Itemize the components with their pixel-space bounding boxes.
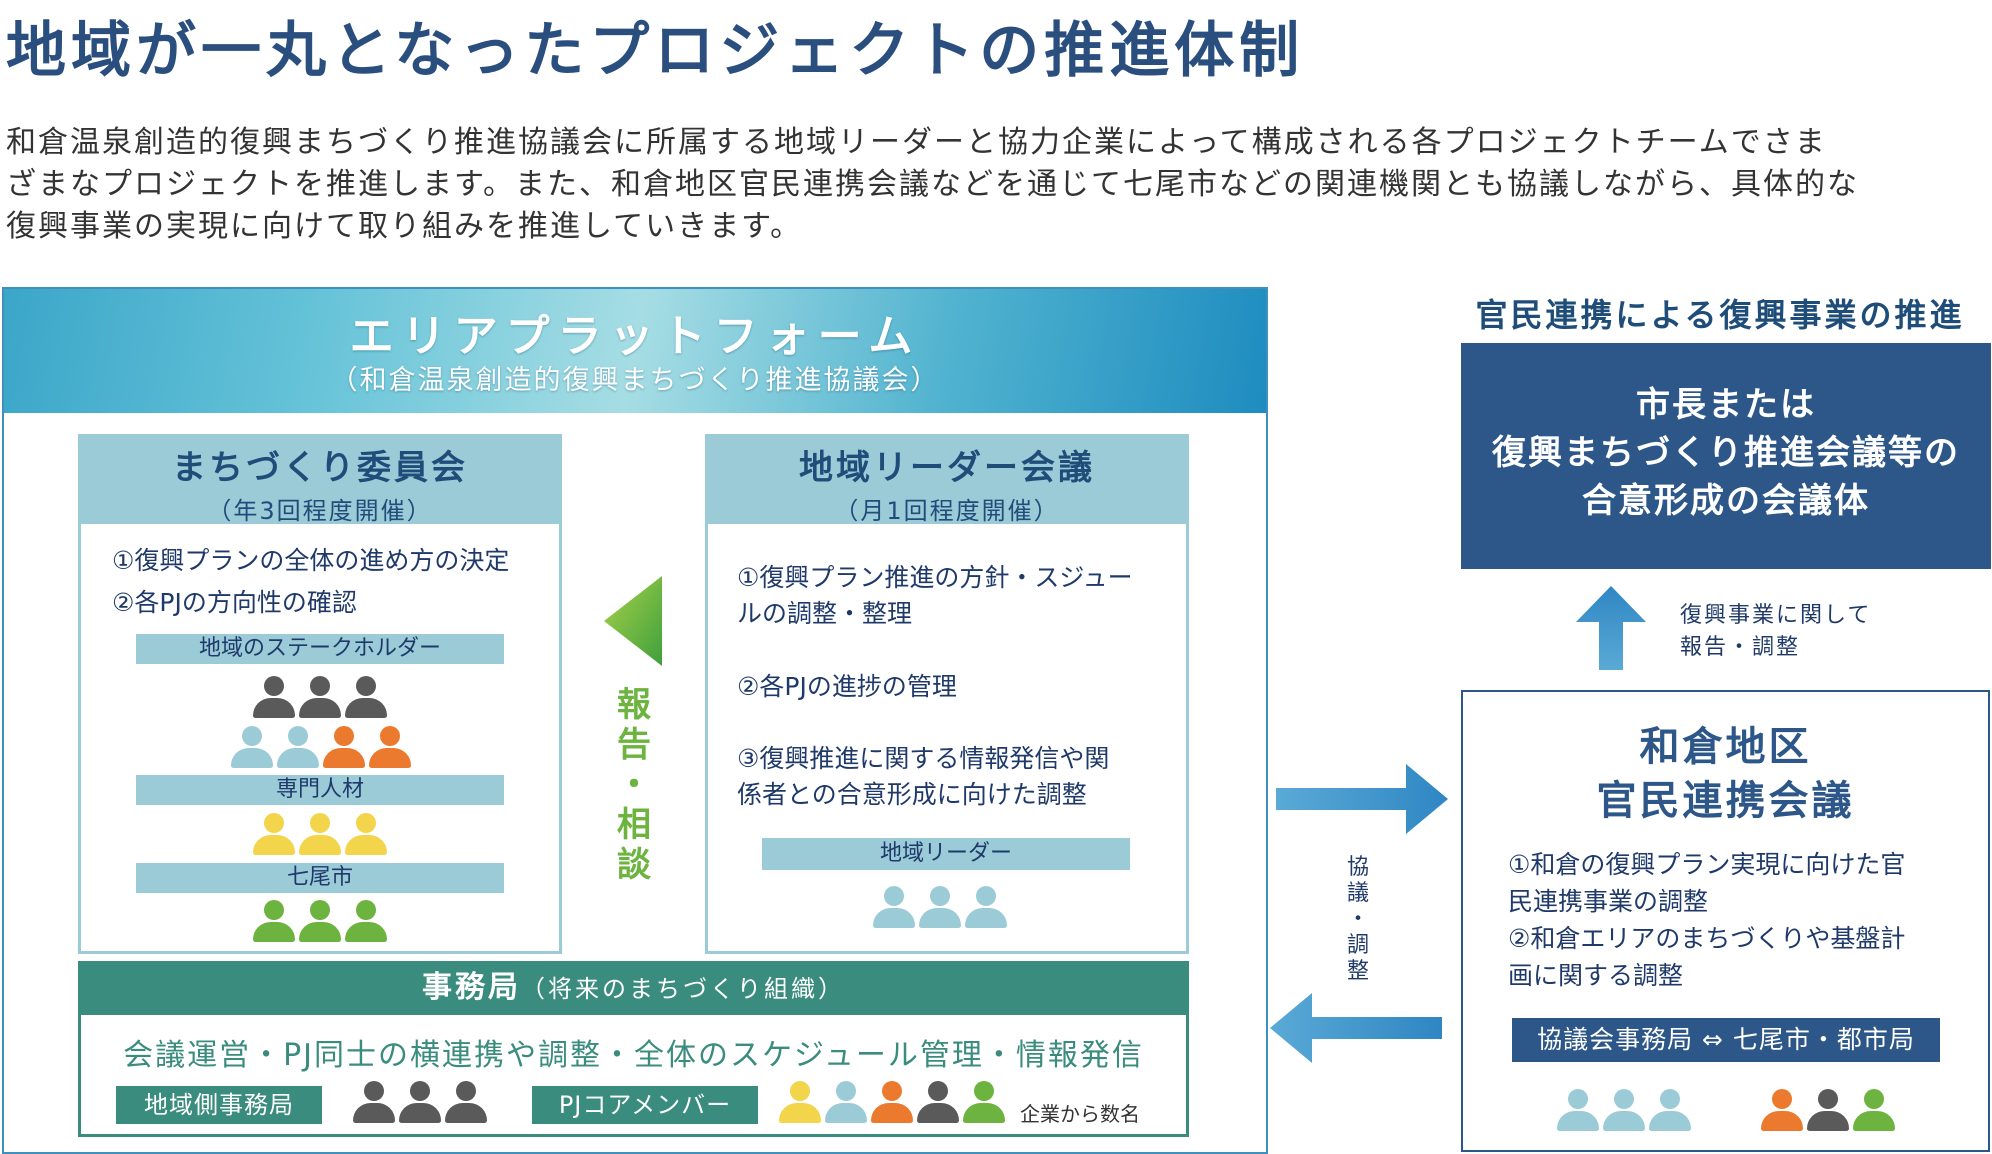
person-icon: [299, 676, 341, 718]
consult-adjust-label: 協 議 ・ 調 整: [1346, 855, 1369, 984]
person-icon: [1761, 1089, 1803, 1131]
secretariat-title: 事務局: [422, 970, 521, 1005]
local-leader-band: 地域リーダー: [762, 838, 1130, 870]
person-icon: [917, 1081, 959, 1123]
person-icon: [779, 1081, 821, 1123]
person-icon: [1853, 1089, 1895, 1131]
person-icon: [965, 886, 1007, 928]
report-adjust-note: 復興事業に関して 報告・調整: [1680, 603, 1872, 660]
secretariat-header: 事務局（将来のまちづくり組織）: [78, 961, 1189, 1015]
person-icon: [919, 886, 961, 928]
intro-text: 和倉温泉創造的復興まちづくり推進協議会に所属する地域リーダーと協力企業によって構…: [6, 122, 1966, 248]
person-icon: [345, 676, 387, 718]
person-icon: [369, 726, 411, 768]
committee-title: まちづくり委員会: [172, 448, 468, 488]
committee-subtitle: （年3回程度開催）: [207, 497, 433, 525]
person-icon: [873, 886, 915, 928]
person-icon: [323, 726, 365, 768]
person-icon: [871, 1081, 913, 1123]
area-platform-header: [4, 289, 1266, 413]
arrow-up-icon: [1576, 586, 1646, 670]
person-icon: [299, 813, 341, 855]
leader-meeting-subtitle: （月1回程度開催）: [834, 497, 1060, 525]
wakura-council-box: [1461, 690, 1990, 1152]
committee-item: ①復興プランの全体の進め方の決定: [112, 546, 510, 575]
person-icon: [399, 1081, 441, 1123]
person-icon: [277, 726, 319, 768]
mayor-line: 合意形成の会議体: [1582, 481, 1870, 521]
person-icon: [1557, 1089, 1599, 1131]
person-icon: [253, 676, 295, 718]
companies-note: 企業から数名: [1020, 1102, 1140, 1126]
person-icon: [445, 1081, 487, 1123]
area-platform-subtitle: （和倉温泉創造的復興まちづくり推進協議会）: [330, 365, 940, 396]
leader-meeting-title: 地域リーダー会議: [799, 448, 1095, 488]
nanao-band: 七尾市: [136, 863, 504, 893]
leader-meeting-header: 地域リーダー会議 （月1回程度開催）: [705, 434, 1189, 525]
council-secretariat-band: 協議会事務局 ⇔ 七尾市・都市局: [1512, 1018, 1940, 1062]
secretariat-subtitle: （将来のまちづくり組織）: [521, 975, 845, 1003]
person-icon: [825, 1081, 867, 1123]
person-icon: [963, 1081, 1005, 1123]
leader-item: ルの調整・整理: [737, 599, 913, 628]
secretariat-text: 会議運営・PJ同士の横連携や調整・全体のスケジュール管理・情報発信: [123, 1038, 1144, 1073]
stakeholder-band: 地域のステークホルダー: [136, 634, 504, 664]
person-icon: [1603, 1089, 1645, 1131]
pj-core-member-label: PJコアメンバー: [532, 1086, 758, 1124]
person-icon: [1649, 1089, 1691, 1131]
report-consult-label: 報 告 ・ 相 談: [617, 685, 651, 885]
leader-item: ②各PJの進捗の管理: [737, 672, 957, 701]
public-private-title: 官民連携による復興事業の推進: [1475, 296, 1965, 334]
person-icon: [253, 900, 295, 942]
mayor-line: 市長または: [1636, 385, 1816, 425]
leader-item: ①復興プラン推進の方針・スジュー: [737, 563, 1133, 592]
area-platform-title: エリアプラットフォーム: [349, 311, 921, 362]
intro-line: 和倉温泉創造的復興まちづくり推進協議会に所属する地域リーダーと協力企業によって構…: [6, 125, 1827, 160]
committee-item: ②各PJの方向性の確認: [112, 588, 357, 617]
person-icon: [299, 900, 341, 942]
person-icon: [345, 900, 387, 942]
report-arrow-icon: [604, 576, 662, 666]
person-icon: [231, 726, 273, 768]
expert-band: 専門人材: [136, 775, 504, 805]
secretariat-body: [78, 1015, 1189, 1137]
arrow-right-icon: [1276, 764, 1448, 834]
local-secretariat-label: 地域側事務局: [116, 1086, 322, 1124]
page-title: 地域が一丸となったプロジェクトの推進体制: [6, 16, 1305, 86]
arrow-left-icon: [1270, 993, 1442, 1063]
leader-item: 係者との合意形成に向けた調整: [737, 780, 1087, 809]
committee-header: まちづくり委員会 （年3回程度開催）: [78, 434, 562, 525]
wakura-council-title: 和倉地区 官民連携会議: [1596, 724, 1855, 824]
person-icon: [353, 1081, 395, 1123]
mayor-line: 復興まちづくり推進会議等の: [1492, 433, 1960, 473]
person-icon: [345, 813, 387, 855]
intro-line: 復興事業の実現に向けて取り組みを推進していきます。: [6, 209, 803, 244]
leader-item: ③復興推進に関する情報発信や関: [737, 744, 1110, 773]
person-icon: [253, 813, 295, 855]
mayor-box: 市長または 復興まちづくり推進会議等の 合意形成の会議体: [1461, 343, 1991, 569]
intro-line: ざまなプロジェクトを推進します。また、和倉地区官民連携会議などを通じて七尾市など…: [6, 167, 1859, 202]
wakura-council-items: ①和倉の復興プラン実現に向けた官 民連携事業の調整 ②和倉エリアのまちづくりや基…: [1508, 850, 1906, 990]
person-icon: [1807, 1089, 1849, 1131]
